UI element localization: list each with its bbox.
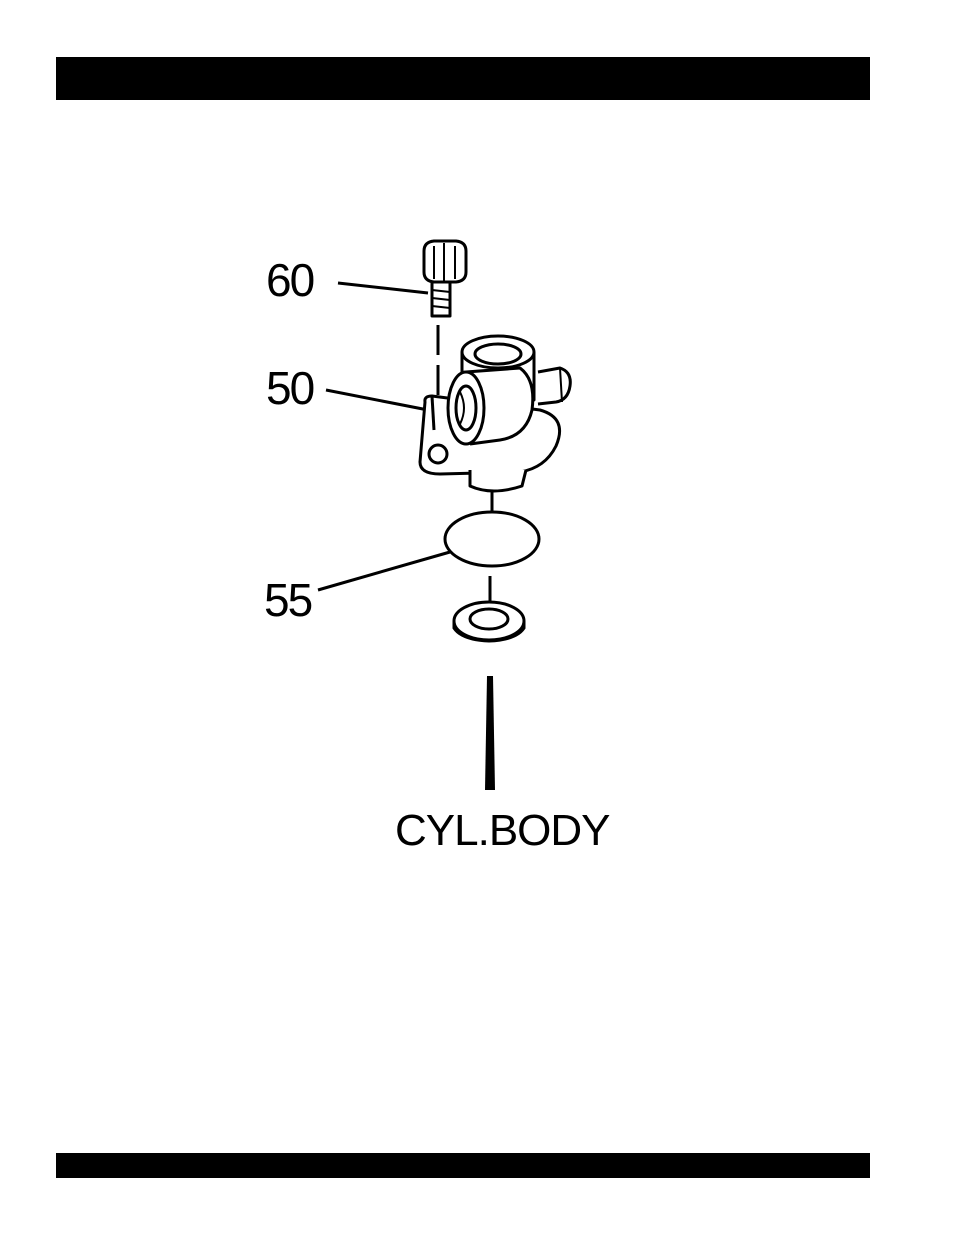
callout-60-leader: [338, 283, 428, 293]
callout-50-label: 50: [266, 362, 314, 414]
callout-50-leader: [326, 390, 428, 410]
cylinder-body-label: CYL.BODY: [395, 806, 610, 855]
banjo-fitting-part-50: [420, 336, 570, 491]
washer-ring: [454, 602, 524, 641]
gasket-part-55: [445, 512, 539, 566]
bolt-part-60: [424, 241, 466, 316]
callout-55-leader: [318, 552, 450, 590]
cylinder-body-pointer: [485, 676, 495, 790]
callout-55-label: 55: [264, 574, 312, 626]
footer-bar: [56, 1153, 870, 1178]
callout-60-label: 60: [266, 254, 314, 306]
